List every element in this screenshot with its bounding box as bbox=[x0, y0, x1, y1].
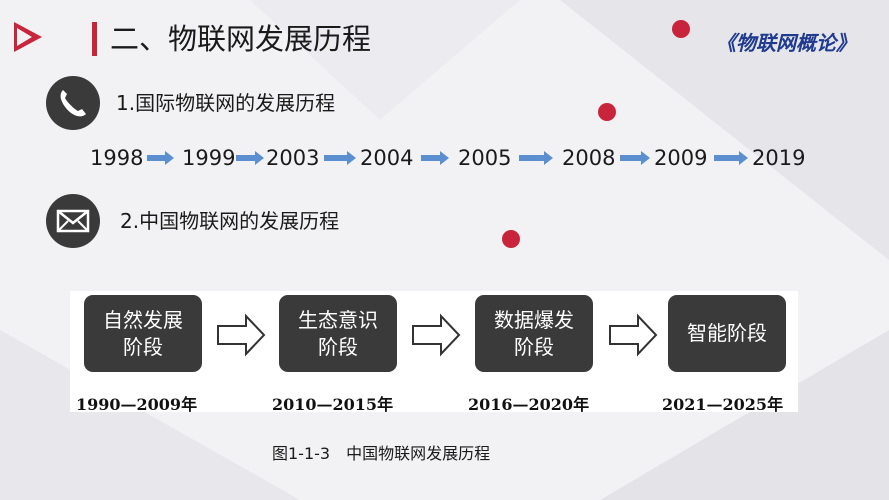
timeline-arrow bbox=[620, 151, 650, 165]
timeline-arrow bbox=[324, 151, 356, 165]
stage-box: 智能阶段 bbox=[668, 295, 786, 372]
section-heading-international: 1.国际物联网的发展历程 bbox=[116, 91, 336, 115]
decor-dot-2 bbox=[598, 103, 616, 121]
timeline-year: 2019 bbox=[752, 146, 806, 170]
phone-icon bbox=[46, 76, 100, 130]
page-title: 二、物联网发展历程 bbox=[110, 22, 372, 56]
stage-years: 2016—2020年 bbox=[468, 395, 590, 414]
book-title: 《物联网概论》 bbox=[716, 31, 856, 55]
timeline-arrow bbox=[714, 151, 748, 165]
timeline-arrow bbox=[236, 151, 264, 165]
mail-icon bbox=[46, 194, 100, 248]
timeline-year: 1999 bbox=[182, 146, 236, 170]
stage-arrow bbox=[217, 313, 266, 357]
timeline-year: 2003 bbox=[266, 146, 320, 170]
timeline-arrow bbox=[519, 151, 553, 165]
timeline-year: 2004 bbox=[360, 146, 414, 170]
timeline-year: 1998 bbox=[90, 146, 144, 170]
timeline-year: 2009 bbox=[654, 146, 708, 170]
play-icon bbox=[14, 22, 42, 52]
international-timeline: 1998 1999 2003 2004 2005 2008 2009 2019 bbox=[90, 143, 850, 173]
stage-box: 生态意识阶段 bbox=[279, 295, 397, 372]
timeline-arrow bbox=[421, 151, 449, 165]
stage-arrow bbox=[412, 313, 461, 357]
stage-years: 1990—2009年 bbox=[76, 395, 198, 414]
decor-dot-3 bbox=[502, 230, 520, 248]
stage-years: 2021—2025年 bbox=[662, 395, 784, 414]
stage-box: 数据爆发阶段 bbox=[475, 295, 593, 372]
stage-years: 2010—2015年 bbox=[272, 395, 394, 414]
timeline-year: 2005 bbox=[458, 146, 512, 170]
stage-box: 自然发展阶段 bbox=[84, 295, 202, 372]
stage-arrow bbox=[609, 313, 658, 357]
timeline-year: 2008 bbox=[562, 146, 616, 170]
decor-dot-1 bbox=[672, 20, 690, 38]
section-heading-china: 2.中国物联网的发展历程 bbox=[120, 209, 340, 233]
timeline-arrow bbox=[147, 151, 174, 165]
figure-caption: 图1-1-3 中国物联网发展历程 bbox=[272, 444, 491, 463]
title-accent-bar bbox=[92, 22, 97, 56]
china-stages-figure: 自然发展阶段 生态意识阶段 数据爆发阶段 智能阶段 1990—2009年 201… bbox=[70, 291, 798, 414]
